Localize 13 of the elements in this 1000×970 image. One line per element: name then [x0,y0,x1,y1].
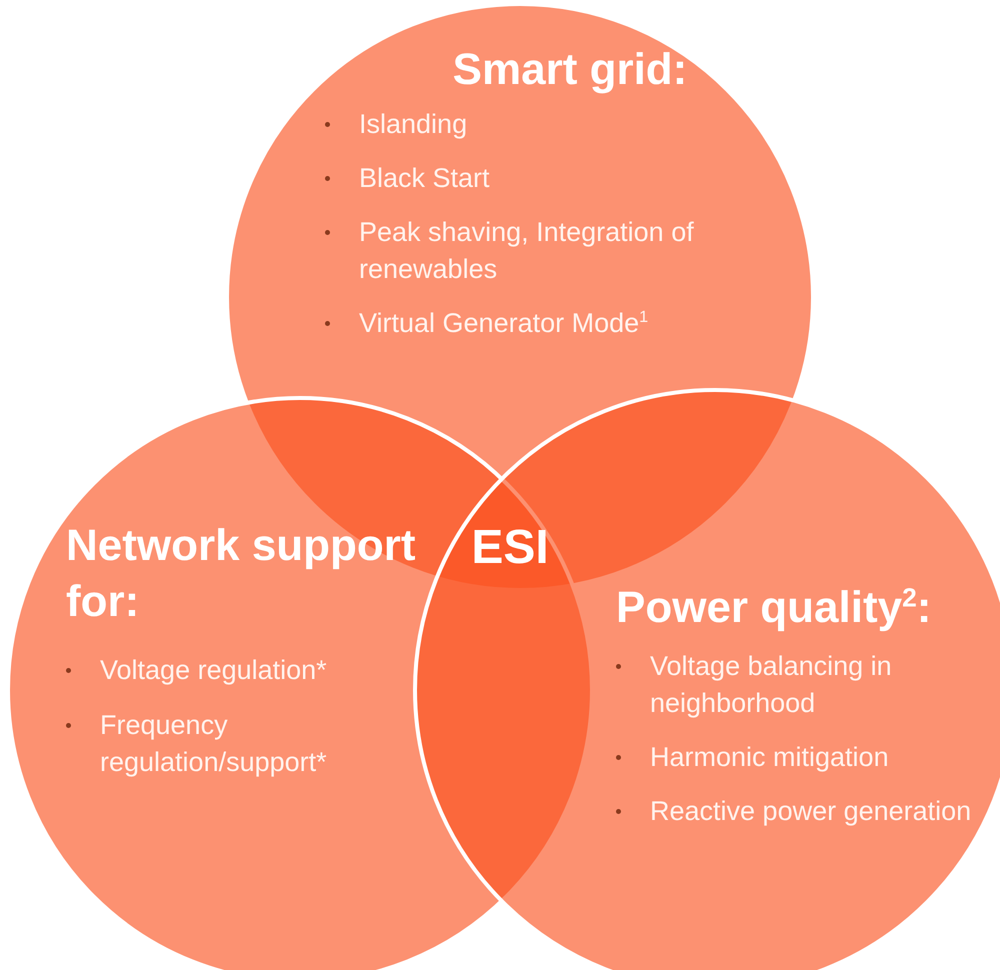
circle-heading: Power quality$^{2}$: [616,581,932,634]
list-item: Peak shaving, Integration of renewables [359,217,694,284]
circle-heading: Smart grid: [452,44,688,96]
list-item: Black Start [359,163,490,193]
list-item: Harmonic mitigation [650,742,889,772]
center-label: ESI [470,520,550,576]
list-item: Voltage regulation* [100,655,327,685]
list-item: Islanding [359,109,468,139]
list-item: Voltage balancing in neighborhood [650,651,892,718]
list-item: Virtual Generator Mode$^{1}$ [359,308,648,338]
list-item: Frequency regulation/support* [100,710,327,777]
list-item: Reactive power generation [650,796,972,826]
circle-heading: Network support for: [66,520,417,628]
